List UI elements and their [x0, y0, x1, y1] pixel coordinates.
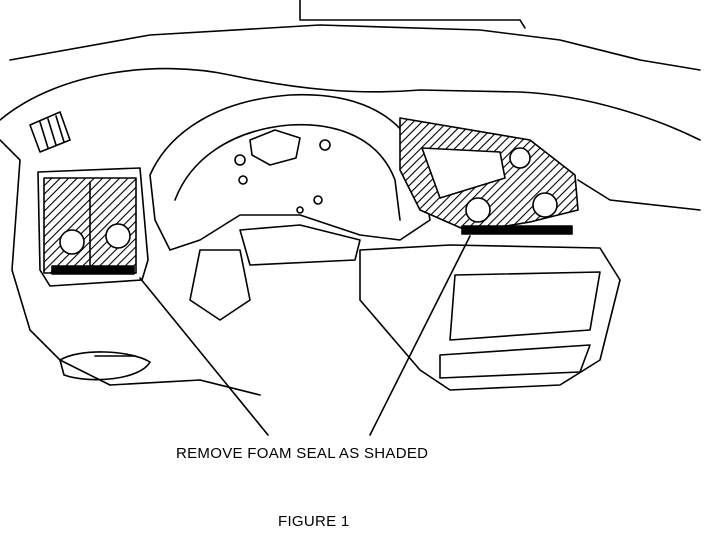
mount-hole [234, 154, 246, 166]
left-side-vent [29, 111, 71, 153]
right-panel-window [421, 147, 506, 199]
left-duct-opening [59, 229, 85, 255]
dash-top-surface [0, 67, 701, 141]
right-foam-strip [461, 225, 573, 235]
left-leader-line [139, 277, 269, 436]
center-support [239, 224, 361, 266]
callout-label: REMOVE FOAM SEAL AS SHADED [176, 445, 429, 462]
left-duct-opening [105, 223, 131, 249]
windshield-ridge [9, 24, 701, 71]
windshield-top-edge [299, 0, 526, 29]
figure-caption: FIGURE 1 [278, 513, 350, 530]
right-leader-line [369, 235, 471, 436]
steering-column-cutout [249, 129, 301, 166]
left-foam-strip [51, 265, 135, 275]
mount-hole [313, 195, 323, 205]
dash-bottom-edge [109, 379, 261, 396]
vent-slat [47, 118, 57, 146]
glovebox-door [449, 271, 601, 341]
glovebox-lip [439, 344, 591, 379]
dash-right-edge [577, 179, 701, 211]
center-console [189, 249, 251, 321]
right-duct-opening [509, 147, 531, 169]
cluster-opening [149, 93, 431, 251]
vent-slat [39, 121, 49, 149]
right-duct-opening [532, 192, 558, 218]
vent-slat [55, 115, 65, 143]
dash-left-edge [0, 139, 111, 386]
cluster-inner-rim [174, 123, 401, 221]
left-lower-vent [59, 351, 151, 381]
mount-hole [319, 139, 331, 151]
right-duct-opening [465, 197, 491, 223]
mount-hole [238, 175, 248, 185]
mount-hole [296, 206, 304, 214]
